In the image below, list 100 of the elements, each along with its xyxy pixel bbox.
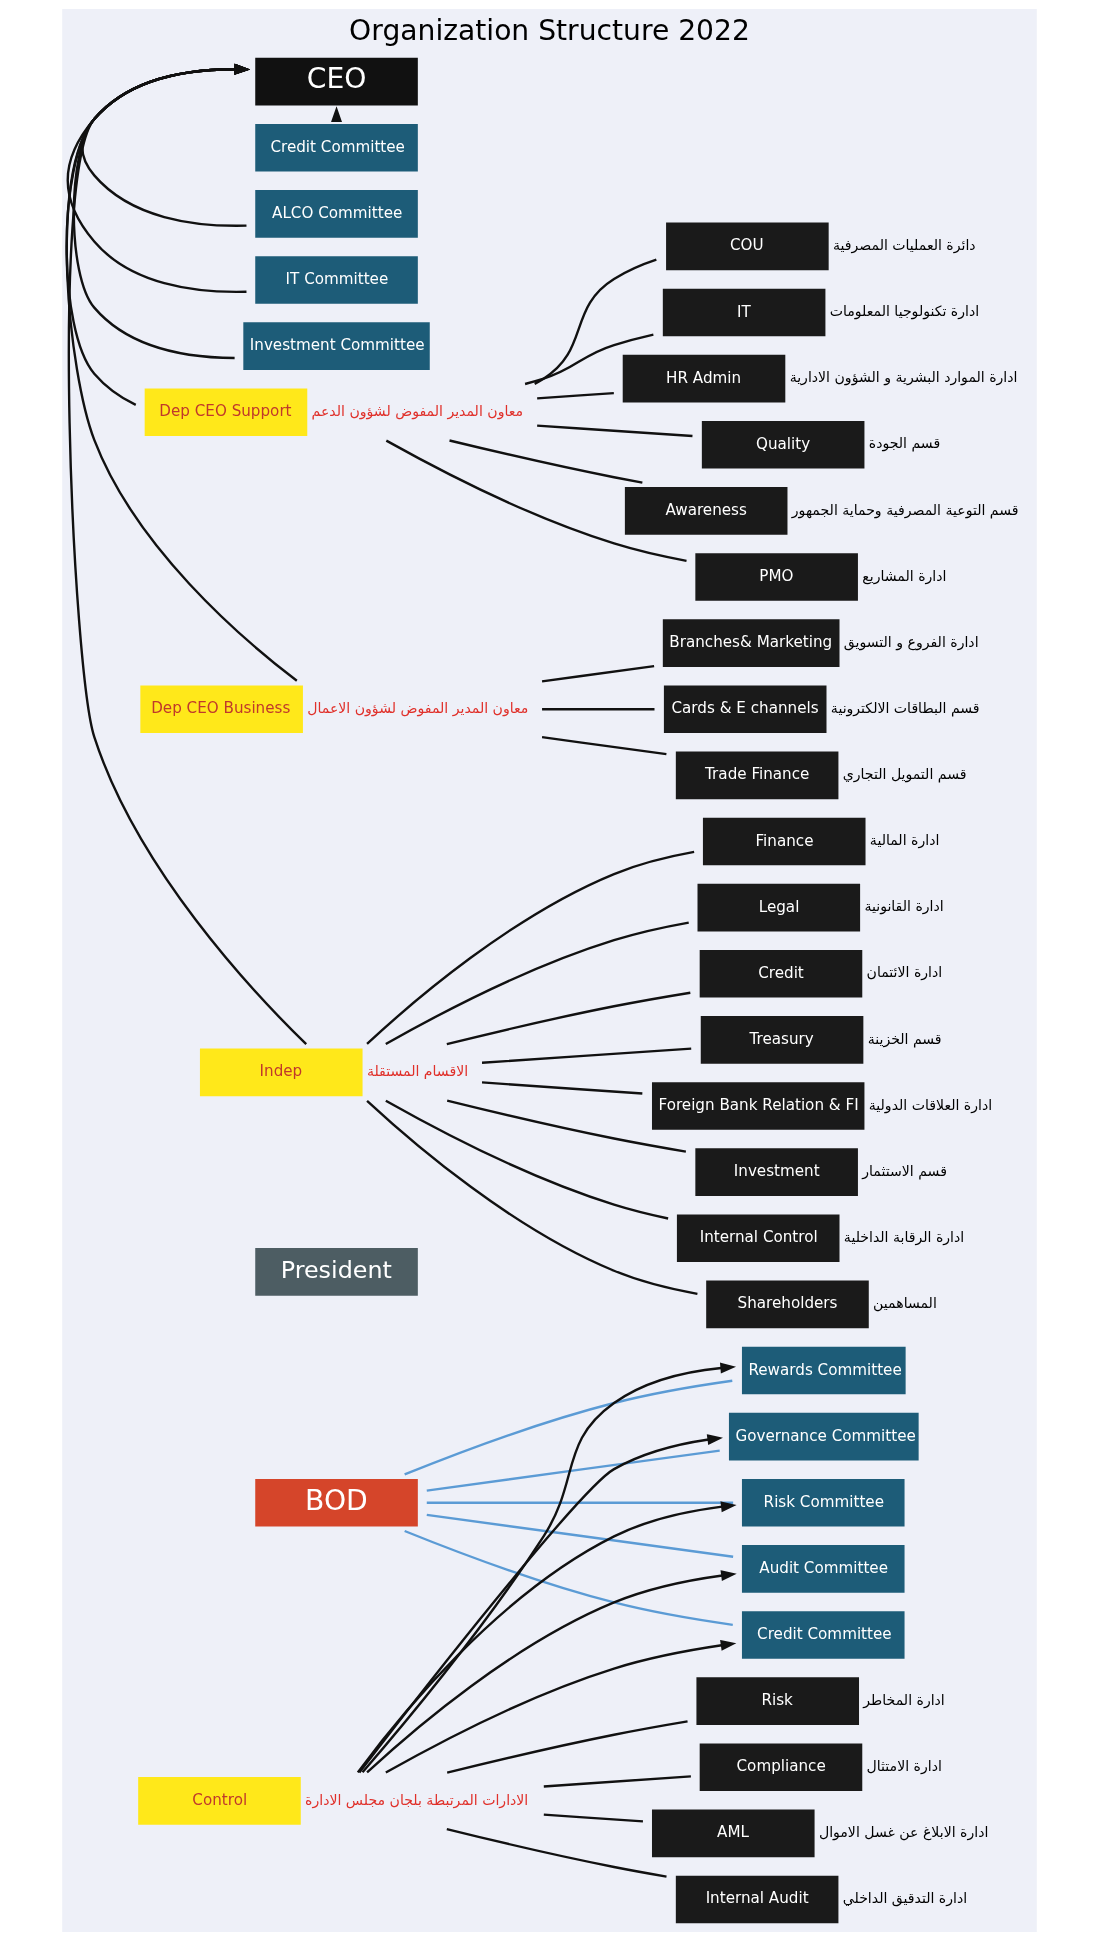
- node-label: ادارة الابلاغ عن غسل الاموال: [818, 1823, 989, 1840]
- connector: [366, 1099, 698, 1295]
- node-box: ALCO Committee: [255, 189, 418, 238]
- connector: [385, 920, 689, 1045]
- connector: [446, 1719, 688, 1774]
- node-box: Credit Committee: [255, 123, 418, 172]
- node-label: قسم التمويل التجاري: [842, 765, 967, 782]
- arrow: [356, 1500, 737, 1773]
- node-label: ادارة المالية: [869, 831, 940, 848]
- arrow: [66, 63, 251, 293]
- node-box: Investment Committee: [243, 321, 430, 370]
- connector: [426, 1448, 720, 1492]
- node-box: Credit Committee: [741, 1610, 905, 1659]
- connector: [481, 1047, 692, 1064]
- node-box: Risk Committee: [741, 1478, 905, 1527]
- node-box: Internal Audit: [675, 1875, 839, 1923]
- arrow: [65, 63, 251, 406]
- node-label: دائرة العمليات المصرفية: [833, 236, 976, 253]
- node-box: Risk: [696, 1676, 859, 1725]
- node-label: قسم الجودة: [868, 434, 941, 451]
- node-box: Shareholders: [706, 1280, 869, 1328]
- node-box: Branches& Marketing: [662, 618, 840, 667]
- connector: [481, 1080, 643, 1095]
- node-label: ادارة تكنولوجيا المعلومات: [829, 302, 980, 319]
- node-label: ادارة الائتمان: [866, 963, 943, 980]
- connector: [366, 850, 695, 1045]
- connector: [541, 735, 667, 755]
- node-box: Compliance: [699, 1742, 863, 1791]
- node-label: ادارة الموارد البشرية و الشؤون الادارية: [789, 368, 1018, 385]
- arrow: [385, 1639, 737, 1774]
- node-box: Treasury: [700, 1015, 864, 1064]
- node-label: معاون المدير المفوض لشؤون الاعمال: [307, 699, 529, 716]
- node-box: IT Committee: [255, 255, 418, 304]
- node-box: Governance Committee: [728, 1412, 919, 1460]
- node-label: المساهمين: [873, 1294, 937, 1311]
- node-box: Credit: [699, 949, 863, 998]
- node-box: Awareness: [624, 486, 788, 535]
- connector: [446, 1098, 687, 1153]
- connector: [542, 707, 655, 710]
- connector: [426, 1501, 734, 1504]
- connector: [543, 1813, 643, 1822]
- diagram-title: Organization Structure 2022: [349, 13, 750, 47]
- node-box: BOD: [255, 1478, 418, 1527]
- arrow: [361, 1362, 736, 1773]
- node-box: Dep CEO Support: [144, 387, 308, 436]
- arrow: [67, 63, 308, 1045]
- node-label: ادارة المخاطر: [863, 1691, 945, 1708]
- node-label: الادارات المرتبطة بلجان مجلس الادارة: [305, 1791, 529, 1808]
- connector: [446, 1827, 667, 1878]
- node-box: CEO: [255, 57, 418, 105]
- connector: [524, 332, 654, 385]
- connector: [534, 257, 657, 385]
- arrow: [80, 63, 251, 227]
- node-box: Investment: [695, 1147, 858, 1196]
- node-label: ادارة العلاقات الدولية: [868, 1096, 993, 1113]
- node-box: Finance: [702, 817, 866, 865]
- node-box: Indep: [199, 1048, 363, 1096]
- node-box: Foreign Bank Relation & FI: [652, 1081, 865, 1130]
- connector: [541, 664, 655, 683]
- node-label: الاقسام المستقلة: [366, 1062, 469, 1079]
- node-box: Cards & E channels: [663, 684, 827, 733]
- connector: [404, 1379, 733, 1476]
- node-box: Control: [138, 1776, 301, 1825]
- node-label: ادارة الرقابة الداخلية: [843, 1228, 965, 1245]
- node-box: Quality: [701, 420, 865, 469]
- arrow: [366, 1569, 737, 1773]
- node-label: ادارة التدقيق الداخلي: [842, 1889, 968, 1906]
- node-box: HR Admin: [622, 354, 786, 402]
- node-label: ادارة المشاريع: [862, 567, 947, 584]
- connector: [543, 1774, 691, 1788]
- node-box: Internal Control: [676, 1213, 840, 1262]
- node-box: President: [255, 1247, 418, 1296]
- node-box: Rewards Committee: [741, 1346, 906, 1394]
- connector: [449, 438, 643, 484]
- arrow: [358, 1433, 723, 1773]
- connector: [404, 1529, 733, 1626]
- node-label: ادارة الفروع و التسويق: [843, 633, 979, 650]
- node-label: قسم الخزينة: [867, 1030, 942, 1047]
- node-label: ادارة الامتثال: [866, 1757, 942, 1774]
- node-box: Legal: [697, 883, 861, 931]
- connector: [426, 1513, 734, 1558]
- node-box: AML: [652, 1809, 815, 1857]
- node-box: PMO: [695, 552, 858, 601]
- connector: [385, 439, 687, 562]
- connector: [537, 391, 614, 400]
- node-label: ادارة القانونية: [864, 897, 944, 914]
- node-label: قسم الاستثمار: [862, 1162, 947, 1179]
- connector: [446, 991, 691, 1045]
- connector: [385, 1099, 669, 1220]
- node-label: قسم البطاقات الالكترونية: [830, 699, 980, 716]
- arrow: [72, 63, 251, 359]
- node-box: COU: [666, 222, 829, 270]
- node-label: معاون المدير المفوض لشؤون الدعم: [311, 402, 524, 419]
- node-box: IT: [662, 288, 826, 336]
- connector: [537, 423, 693, 437]
- node-label: قسم التوعية المصرفية وحماية الجمهور: [791, 501, 1019, 518]
- arrow: [65, 63, 298, 682]
- node-box: Audit Committee: [741, 1544, 905, 1593]
- node-box: Dep CEO Business: [140, 684, 303, 733]
- node-box: Trade Finance: [675, 751, 839, 799]
